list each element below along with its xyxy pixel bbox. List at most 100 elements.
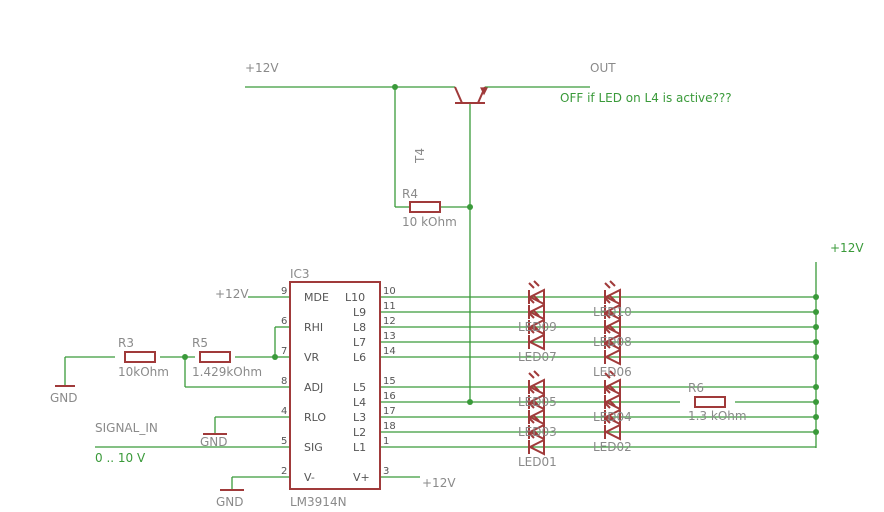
led-icon: [603, 415, 621, 441]
pin-name: RLO: [304, 411, 326, 424]
pin-name: L8: [353, 321, 366, 334]
pin-number: 3: [383, 466, 389, 477]
junction-dot: [813, 294, 819, 300]
pin-number: 2: [281, 466, 287, 477]
r5-value: 1.429kOhm: [192, 365, 262, 379]
ground-symbols: [55, 385, 244, 491]
ic3-body: [289, 281, 381, 490]
led-icon: [527, 415, 545, 441]
led07-label: LED07: [518, 350, 557, 364]
ic3-left-pins: 9 MDE 6 RHI 7 VR 8 ADJ 4 RLO 5 SIG 2 V-: [281, 286, 329, 484]
pin-name: L2: [353, 426, 366, 439]
junction-dot: [272, 354, 278, 360]
r4-label: R4: [402, 187, 418, 201]
ic3-right-pins: 10 L10 11 L9 12 L8 13 L7 14 L6 15 L5 16 …: [345, 286, 396, 484]
r6-label: R6: [688, 381, 704, 395]
pin-name: L9: [353, 306, 366, 319]
ic3-label: IC3: [290, 267, 310, 281]
vcc-vplus-label: +12V: [422, 476, 456, 490]
gnd-left-label: GND: [50, 391, 78, 405]
led-icon: [603, 325, 621, 351]
led-icon: [527, 400, 545, 426]
pin-name: SIG: [304, 441, 323, 454]
led-icon: [527, 370, 545, 396]
pin-name: L4: [353, 396, 366, 409]
gnd-rlo-label: GND: [200, 435, 228, 449]
led05-label: LED05: [518, 395, 557, 409]
resistor-r3: [124, 351, 156, 363]
pin-name: L1: [353, 441, 366, 454]
led-icon: [603, 385, 621, 411]
r6-value: 1.3 kOhm: [688, 409, 747, 423]
led04-label: LED04: [593, 410, 632, 424]
gnd-vminus-label: GND: [216, 495, 244, 509]
t4-label: T4: [413, 148, 427, 164]
pin-name: V-: [304, 471, 315, 484]
led-icon: [527, 385, 545, 411]
junction-dot: [813, 429, 819, 435]
pin-number: 4: [281, 406, 287, 417]
led01-label: LED01: [518, 455, 557, 469]
lm3914n-label: LM3914N: [290, 495, 347, 509]
pin-number: 17: [383, 406, 396, 417]
transistor-t4: [454, 86, 488, 104]
pin-number: 1: [383, 436, 389, 447]
junction-dot: [182, 354, 188, 360]
pin-number: 15: [383, 376, 396, 387]
led-icon: [603, 370, 621, 396]
r3-value: 10kOhm: [118, 365, 169, 379]
pin-number: 13: [383, 331, 396, 342]
annotation-note: OFF if LED on L4 is active???: [560, 91, 732, 105]
pin-number: 18: [383, 421, 396, 432]
pin-number: 11: [383, 301, 396, 312]
junction-dot: [813, 399, 819, 405]
r3-label: R3: [118, 336, 134, 350]
led-icon: [603, 280, 621, 306]
pin-name: L6: [353, 351, 366, 364]
led02-label: LED02: [593, 440, 632, 454]
vcc-top-label: +12V: [245, 61, 279, 75]
led10-label: LED10: [593, 305, 632, 319]
out-label: OUT: [590, 61, 616, 75]
resistor-r5: [199, 351, 231, 363]
pin-number: 7: [281, 346, 287, 357]
resistor-r4: [409, 201, 441, 213]
junction-dot: [392, 84, 398, 90]
r4-value: 10 kOhm: [402, 215, 457, 229]
signal-range-label: 0 .. 10 V: [95, 451, 146, 465]
pin-name: VR: [304, 351, 320, 364]
led-icon: [527, 325, 545, 351]
pin-name: L5: [353, 381, 366, 394]
vcc-right-label: +12V: [830, 241, 864, 255]
junction-dot: [467, 204, 473, 210]
led-icon: [603, 400, 621, 426]
junction-dot: [813, 354, 819, 360]
junction-dot: [813, 324, 819, 330]
junction-dot: [813, 309, 819, 315]
led08-label: LED08: [593, 335, 632, 349]
pin-number: 10: [383, 286, 396, 297]
led-icon: [527, 280, 545, 306]
pin-name: MDE: [304, 291, 329, 304]
pin-name: L7: [353, 336, 366, 349]
junctions: [182, 84, 819, 435]
r5-label: R5: [192, 336, 208, 350]
pin-name: RHI: [304, 321, 323, 334]
pin-number: 5: [281, 436, 287, 447]
pin-number: 6: [281, 316, 287, 327]
pin-number: 9: [281, 286, 287, 297]
pin-number: 16: [383, 391, 396, 402]
signal-in-label: SIGNAL_IN: [95, 421, 158, 435]
pin-number: 8: [281, 376, 287, 387]
led-array: [527, 280, 621, 456]
junction-dot: [467, 399, 473, 405]
pin-number: 14: [383, 346, 396, 357]
junction-dot: [813, 339, 819, 345]
junction-dot: [813, 384, 819, 390]
led-icon: [527, 310, 545, 336]
pin-name: L3: [353, 411, 366, 424]
led-icon: [527, 295, 545, 321]
wires: [64, 86, 817, 490]
led-icon: [603, 340, 621, 366]
